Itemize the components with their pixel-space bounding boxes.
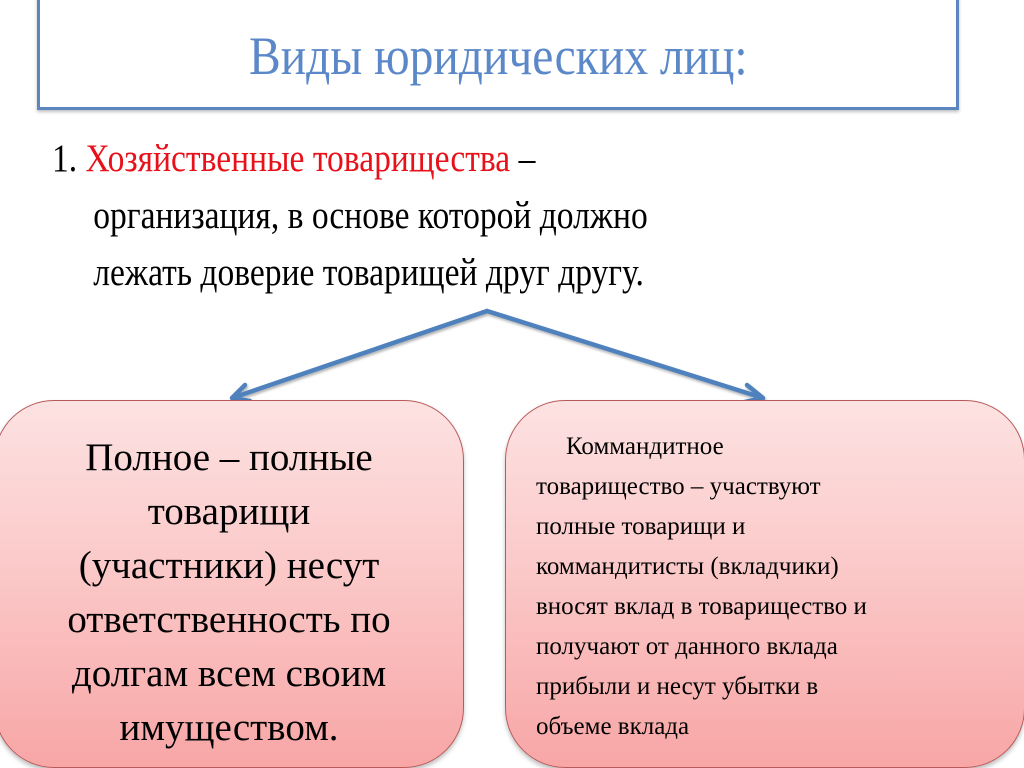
intro-line-1: 1. Хозяйственные товарищества – (52, 130, 757, 187)
limited-partnership-box: Коммандитное товарищество – участвуют по… (505, 400, 1024, 768)
box-line: вносят вклад в товарищество и (536, 593, 867, 620)
item-number: 1. (52, 137, 78, 180)
box-line: Полное – полные (85, 436, 373, 479)
term-highlight: Хозяйственные товарищества (85, 137, 511, 180)
title-frame: Виды юридических лиц: (37, 0, 959, 110)
arrow-left-icon (229, 308, 490, 404)
box-line: полные товарищи и (536, 513, 746, 540)
intro-paragraph: 1. Хозяйственные товарищества – организа… (52, 130, 757, 301)
box-line: Коммандитное (566, 433, 724, 460)
term-dash: – (510, 137, 536, 180)
intro-line-3: лежать доверие товарищей друг другу. (93, 251, 644, 294)
box-line: товарищество – участвуют (536, 473, 821, 500)
box-line: долгам всем своим (71, 652, 387, 695)
slide-title: Виды юридических лиц: (248, 25, 748, 86)
general-partnership-box: Полное – полные товарищи (участники) нес… (0, 400, 464, 768)
box-line: получают от данного вклада (536, 633, 838, 660)
box-line: объеме вклада (536, 713, 690, 740)
box-line: коммандитисты (вкладчики) (536, 553, 839, 580)
box-line: ответственность по (67, 598, 391, 641)
box-line: прибыли и несут убытки в (536, 673, 819, 700)
arrow-right-icon (484, 308, 766, 405)
box-line: товарищи (147, 490, 311, 533)
box-line: имуществом. (119, 706, 339, 749)
intro-line-2: организация, в основе которой должно (93, 194, 648, 237)
box-line: (участники) несут (78, 544, 380, 587)
